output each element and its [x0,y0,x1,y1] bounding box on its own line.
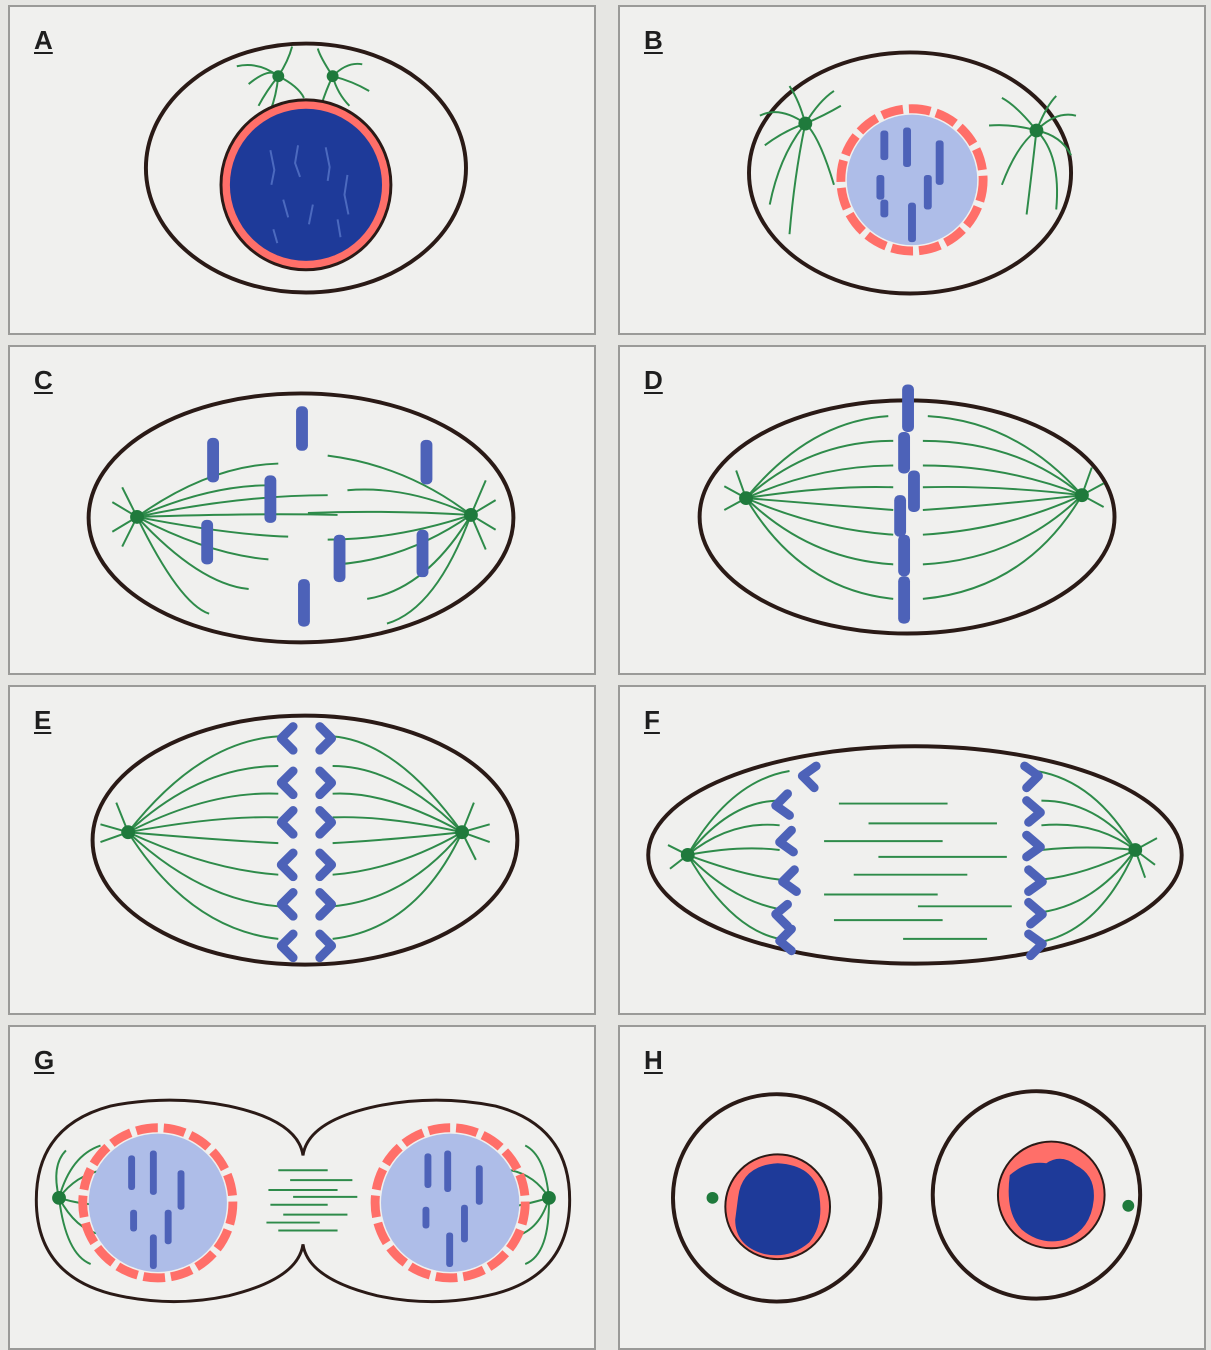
cell-diagram-a [10,7,594,333]
centrosome [121,825,135,839]
centrosome [798,117,812,131]
cell-diagram-c [10,347,594,673]
cell-membrane [648,746,1181,963]
centrosome [681,848,695,862]
cell-diagram-g [10,1027,594,1348]
centrosome [542,1191,556,1205]
spindle-fibers [668,771,1157,942]
centrosome [327,70,339,82]
centrosome [1030,124,1044,138]
panel-g: G [8,1025,596,1350]
centrosome [739,491,753,505]
cell-diagram-b [620,7,1204,333]
chromosomes [894,385,920,624]
chromatids [281,727,331,958]
panel-c: C [8,345,596,675]
cell-diagram-d [620,347,1204,673]
centrosome [1075,488,1089,502]
cell-diagram-h [620,1027,1204,1348]
cell-membrane [93,716,518,965]
chromosomes [201,406,432,626]
panel-h: H [618,1025,1206,1350]
centrosome [52,1191,66,1205]
panel-f: F [618,685,1206,1015]
chromatids [776,766,1043,956]
cell-diagram-e [10,687,594,1013]
panel-a: A [8,5,596,335]
centrosome [272,70,284,82]
panel-d: D [618,345,1206,675]
centrosome [707,1192,719,1204]
nucleus [89,1134,227,1272]
nucleus [735,1163,820,1255]
nucleus [230,109,382,261]
centrosome [1122,1200,1134,1212]
centrosome [464,508,478,522]
panel-b: B [618,5,1206,335]
nucleus [1009,1159,1094,1242]
centrosome [455,825,469,839]
centrosome [1128,843,1142,857]
cell-diagram-f [620,687,1204,1013]
centrosome [130,510,144,524]
panel-e: E [8,685,596,1015]
